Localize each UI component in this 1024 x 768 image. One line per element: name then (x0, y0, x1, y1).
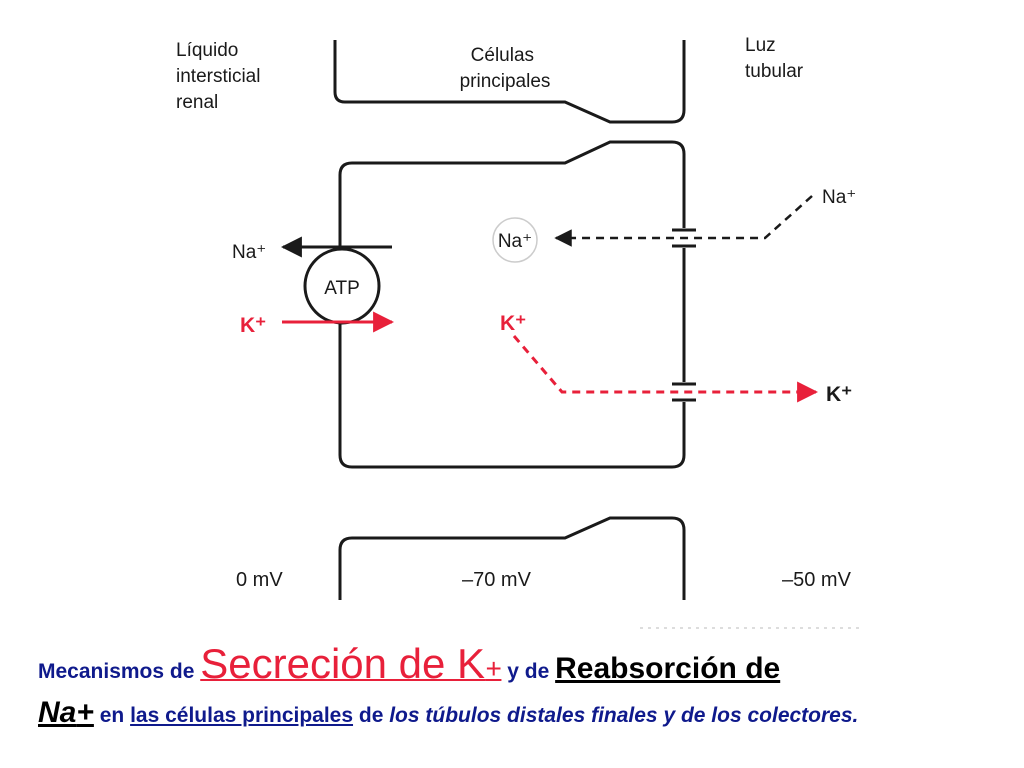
k-secretion-arrow (512, 335, 819, 403)
caption-part: y de (501, 660, 556, 683)
figure-caption: Mecanismos de Secreción de K+ y de Reabs… (38, 636, 996, 733)
voltage-cell: –70 mV (462, 569, 532, 591)
voltage-lumen: –50 mV (782, 569, 852, 591)
k-right-label: K⁺ (826, 383, 852, 406)
k-channel (670, 382, 698, 402)
atp-label: ATP (324, 278, 360, 299)
lower-cell-outline (338, 516, 686, 600)
caption-tubules: los túbulos distales finales y de los co… (389, 703, 859, 727)
lumen-label: Luz tubular (745, 35, 804, 82)
na-intracellular-circle (492, 217, 538, 263)
caption-reabsorption: Reabsorción de (555, 652, 781, 685)
voltage-interstitial: 0 mV (236, 569, 283, 591)
upper-cell-outline (333, 40, 686, 124)
caption-part: en (93, 703, 131, 727)
k-left-label: K⁺ (240, 314, 266, 337)
caption-sodium: Na+ (38, 695, 94, 729)
principal-cell-diagram: Líquido intersticial renal Células princ… (176, 35, 860, 629)
caption-secretion: Secreción de K+ (200, 640, 502, 687)
na-reabsorption-arrow (554, 195, 813, 247)
caption-principal-cells: las células principales (130, 703, 354, 727)
cells-label: Células principales (460, 45, 551, 92)
principal-cell-outline (338, 140, 686, 469)
caption-part: de (353, 703, 390, 727)
k-mid-label: K⁺ (500, 312, 526, 335)
na-mid-label: Na⁺ (498, 231, 532, 252)
na-right-label: Na⁺ (822, 187, 856, 208)
interstitial-label: Líquido intersticial renal (176, 40, 266, 113)
na-left-label: Na⁺ (232, 242, 266, 263)
caption-part: Mecanismos de (38, 660, 201, 683)
